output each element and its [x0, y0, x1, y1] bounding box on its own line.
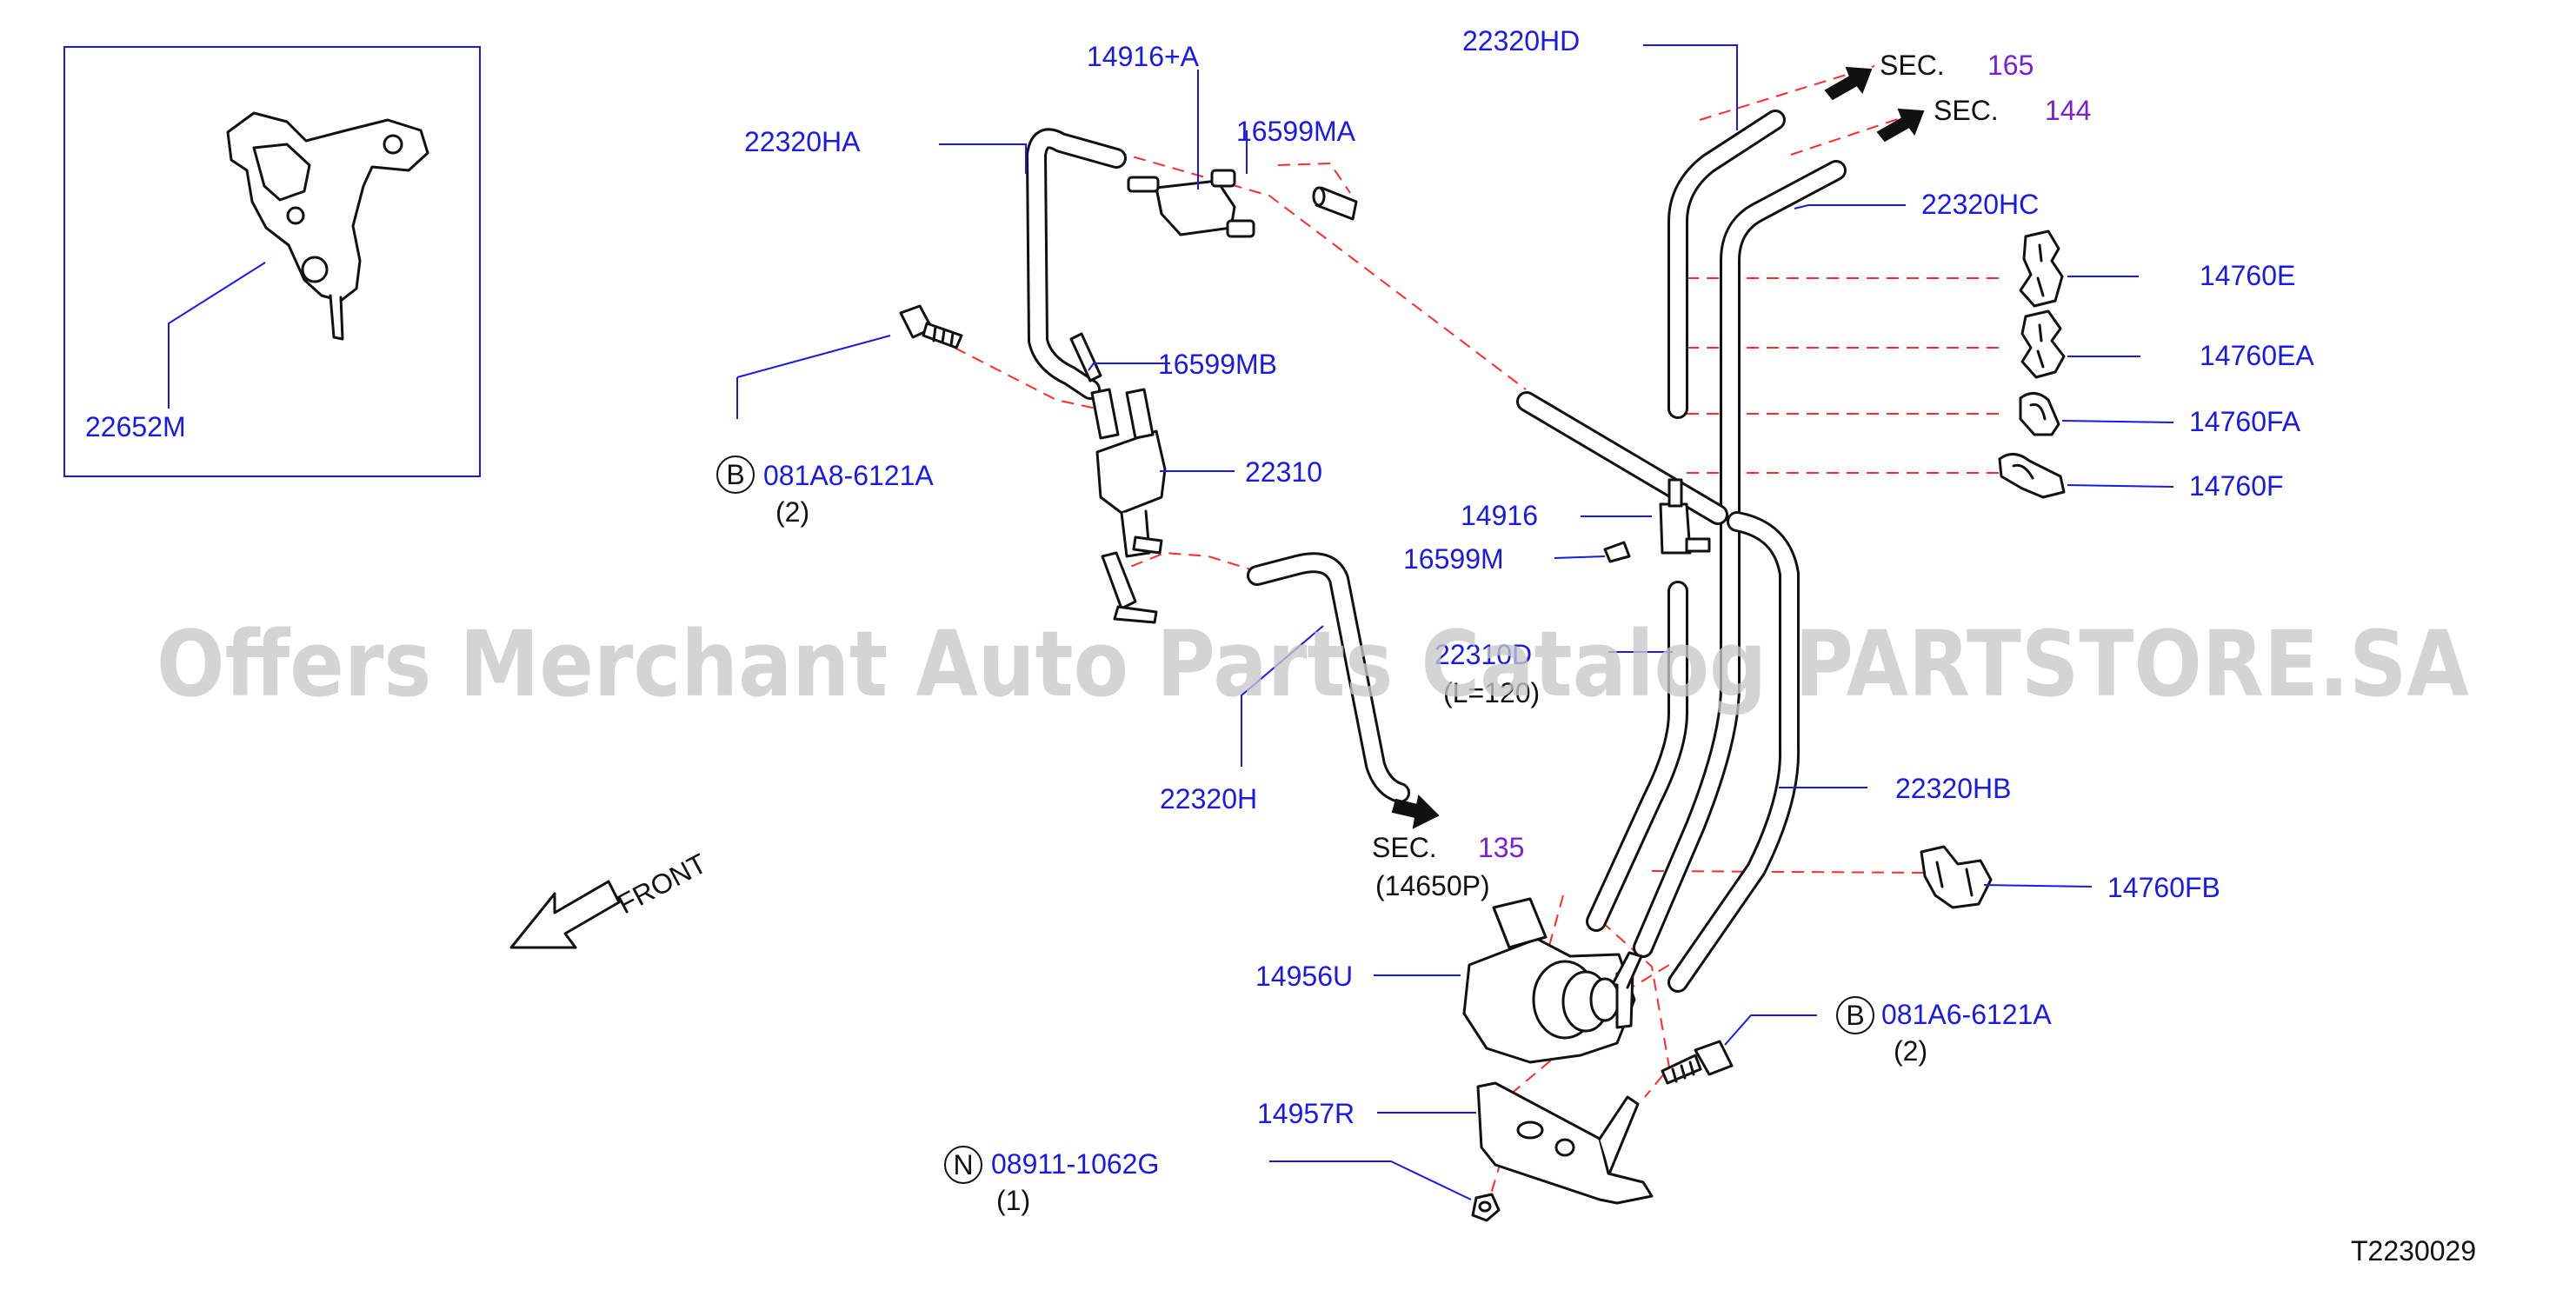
- label-22320hc[interactable]: 22320HC: [1921, 189, 2039, 220]
- sec-word-144: SEC.: [1934, 95, 1999, 126]
- label-081a6-6121a[interactable]: 081A6-6121A: [1881, 999, 2052, 1030]
- leader-22652m: [168, 262, 266, 409]
- svg-text:B: B: [1846, 1000, 1864, 1031]
- sec-ref-165[interactable]: 165: [1987, 50, 2034, 81]
- valve-22310: [1090, 388, 1167, 624]
- hose-22320hd: [1667, 110, 1786, 419]
- clip-14760f: [1998, 453, 2066, 499]
- label-14916a[interactable]: 14916+A: [1087, 41, 1200, 72]
- sec-ref-144[interactable]: 144: [2045, 95, 2091, 126]
- label-14760fb[interactable]: 14760FB: [2107, 872, 2220, 903]
- sec-135-subpart: (14650P): [1375, 870, 1490, 901]
- label-14916[interactable]: 14916: [1461, 500, 1538, 531]
- length-22310d: (L=120): [1443, 677, 1540, 708]
- label-14760e[interactable]: 14760E: [2200, 260, 2295, 291]
- label-08911-1062g[interactable]: 08911-1062G: [991, 1148, 1159, 1180]
- bolt-081a8: [899, 304, 963, 349]
- label-22320h[interactable]: 22320H: [1160, 783, 1257, 815]
- clip-14760ea: [2020, 309, 2066, 379]
- arrow-sec-165: [1824, 66, 1873, 101]
- inset-box: [63, 46, 481, 477]
- clip-14760e: [2019, 229, 2064, 308]
- hose-22320hc: [1633, 160, 1847, 958]
- hose-22320h: [1247, 552, 1410, 803]
- label-14760fa[interactable]: 14760FA: [2189, 406, 2301, 437]
- label-14760f[interactable]: 14760F: [2189, 470, 2284, 502]
- label-16599mb[interactable]: 16599MB: [1158, 349, 1277, 380]
- circle-mark-b2: B: [1836, 996, 1874, 1034]
- cap-16599m: [1603, 541, 1631, 563]
- solenoid-14956u: [1462, 897, 1643, 1064]
- bracket-14957r: [1476, 1081, 1654, 1205]
- svg-text:N: N: [953, 1149, 973, 1180]
- hose-22310d: [1586, 581, 1688, 932]
- label-16599m[interactable]: 16599M: [1403, 543, 1504, 575]
- circle-mark-b1: B: [716, 455, 755, 494]
- label-22320ha[interactable]: 22320HA: [744, 126, 861, 157]
- label-22310[interactable]: 22310: [1245, 456, 1322, 488]
- qty-081a6: (2): [1894, 1035, 1927, 1067]
- qty-081a8: (2): [775, 496, 809, 528]
- leader-lines: [736, 44, 2174, 1200]
- connector-14916a: [1127, 169, 1255, 238]
- label-22320hb[interactable]: 22320HB: [1895, 773, 2011, 804]
- qty-08911: (1): [996, 1185, 1030, 1216]
- cap-16599ma: [1312, 186, 1358, 221]
- circle-mark-n1: N: [944, 1146, 982, 1184]
- bracket-22652m-drawing: [226, 111, 429, 341]
- nut-08911: [1471, 1193, 1501, 1222]
- label-16599ma[interactable]: 16599MA: [1236, 116, 1356, 147]
- front-arrow: [509, 880, 621, 949]
- watermark-text: Offers Merchant Auto Parts Catalog PARTS…: [156, 611, 2469, 717]
- diagram-id: T2230029: [2351, 1235, 2476, 1267]
- label-14957r[interactable]: 14957R: [1257, 1098, 1355, 1129]
- label-14760ea[interactable]: 14760EA: [2200, 340, 2314, 371]
- svg-text:B: B: [726, 459, 744, 490]
- sec-word-165: SEC.: [1880, 50, 1945, 81]
- hose-22320hb: [1667, 511, 1801, 993]
- arrow-sec-135: [1391, 794, 1440, 829]
- label-22310d[interactable]: 22310D: [1434, 639, 1532, 670]
- cap-16599mb: [1069, 332, 1102, 382]
- hose-22320ha: [1026, 128, 1127, 400]
- clip-14760fb: [1920, 845, 1993, 909]
- sec-word-135: SEC.: [1372, 832, 1437, 863]
- label-22652m[interactable]: 22652M: [85, 411, 186, 442]
- arrow-sec-144: [1876, 108, 1925, 143]
- label-22320hd[interactable]: 22320HD: [1462, 25, 1580, 57]
- label-14956u[interactable]: 14956U: [1255, 961, 1353, 992]
- connector-14916: [1659, 478, 1711, 555]
- pipe-long: [1516, 391, 1728, 525]
- label-081a8-6121a[interactable]: 081A8-6121A: [763, 460, 934, 491]
- bolt-081a6: [1661, 1040, 1734, 1085]
- sec-ref-135[interactable]: 135: [1478, 832, 1524, 863]
- clip-14760fa: [2019, 392, 2060, 436]
- front-label: FRONT: [612, 848, 711, 921]
